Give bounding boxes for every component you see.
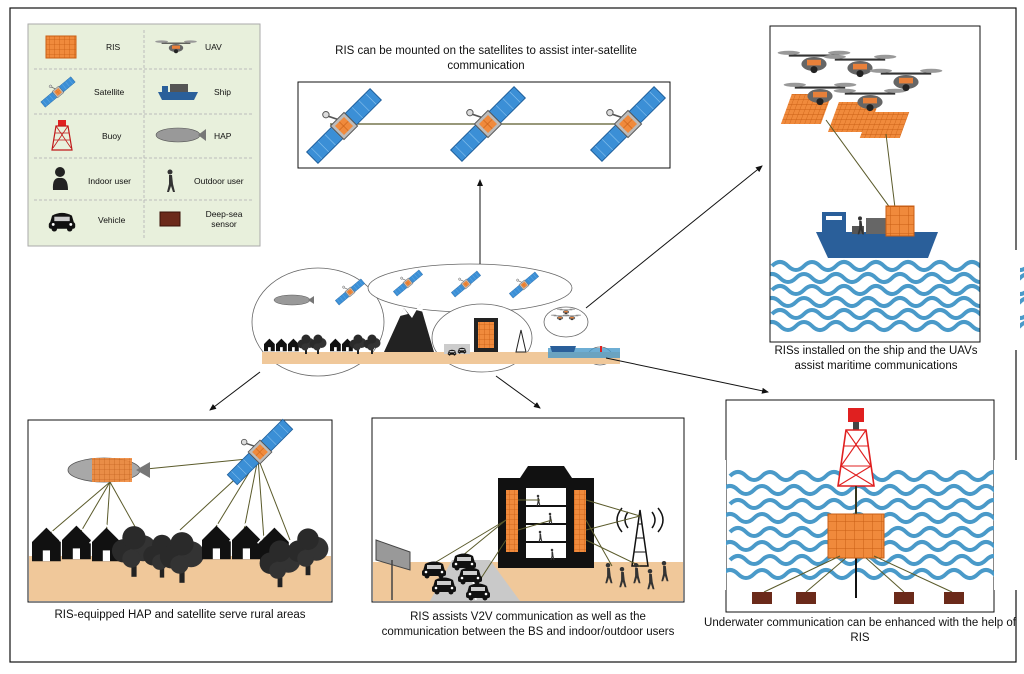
caption-v2v: RIS assists V2V communication as well as… — [381, 611, 675, 638]
panel-v2v — [371, 417, 685, 603]
panel-rural — [27, 408, 333, 603]
indoor-user-icon — [52, 167, 68, 190]
legend-label-ris: RIS — [106, 42, 121, 52]
legend-label-indoor-user: Indoor user — [88, 176, 131, 186]
panel-inter-satellite — [294, 74, 671, 169]
panel-maritime — [740, 25, 1024, 350]
ris-icon — [45, 35, 77, 59]
legend-label-vehicle: Vehicle — [98, 215, 126, 225]
vehicle-icon — [48, 212, 76, 232]
legend-label-uav: UAV — [205, 42, 222, 52]
legend — [27, 23, 261, 247]
panel-underwater — [696, 399, 1024, 613]
legend-label-buoy: Buoy — [102, 131, 122, 141]
overview-scene — [251, 263, 620, 377]
connector-arrows — [209, 165, 769, 411]
buoy-icon — [51, 120, 73, 151]
legend-label-deep-sea-sensor: Deep-sea sensor — [205, 209, 243, 229]
deep-sea-sensor-icon — [159, 211, 181, 227]
legend-label-outdoor-user: Outdoor user — [194, 176, 244, 186]
legend-label-satellite: Satellite — [94, 87, 125, 97]
caption-maritime: RISs installed on the ship and the UAVs … — [774, 345, 978, 372]
caption-underwater: Underwater communication can be enhanced… — [704, 617, 1016, 644]
legend-label-ship: Ship — [214, 87, 232, 97]
legend-label-hap: HAP — [214, 131, 232, 141]
caption-rural: RIS-equipped HAP and satellite serve rur… — [54, 609, 306, 621]
caption-inter-satellite: RIS can be mounted on the satellites to … — [335, 45, 637, 72]
ship-icon — [158, 84, 198, 100]
hap-icon — [155, 127, 206, 143]
